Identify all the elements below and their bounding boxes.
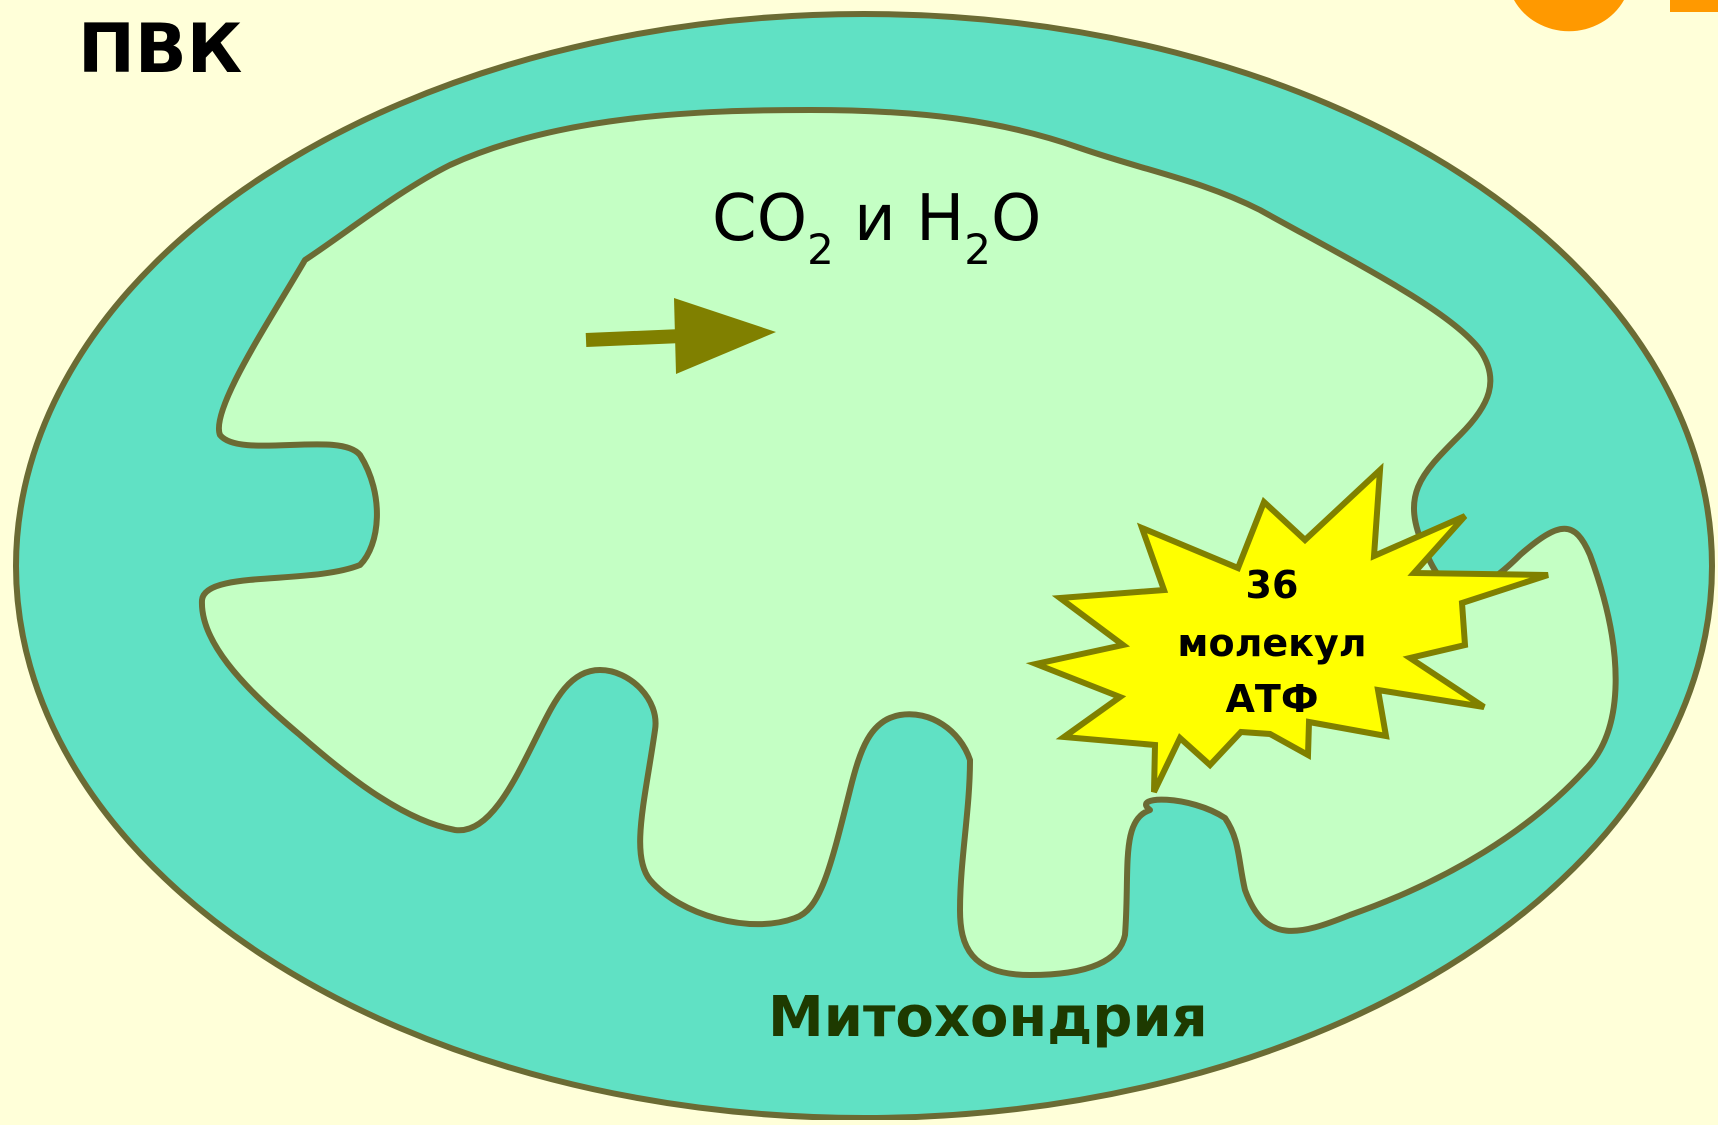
substrate-label: ПВК bbox=[78, 10, 242, 89]
products-subscript-2: 2 bbox=[964, 225, 991, 274]
atp-molecules: молекул bbox=[1177, 621, 1366, 665]
products-conjunction: и H bbox=[834, 182, 964, 256]
atp-starburst-shape bbox=[1025, 462, 1549, 794]
atp-name: АТФ bbox=[1225, 677, 1318, 721]
products-label: CO2 и H2O bbox=[712, 182, 1041, 274]
reaction-arrow bbox=[585, 298, 776, 374]
orange-accent-bar bbox=[1670, 0, 1718, 12]
orange-accent-circle bbox=[1514, 0, 1624, 32]
products-o: O bbox=[991, 182, 1041, 256]
atp-count: 36 bbox=[1246, 563, 1299, 607]
products-subscript-1: 2 bbox=[807, 225, 834, 274]
organelle-label: Митохондрия bbox=[768, 985, 1208, 1050]
inner-membrane-matrix bbox=[198, 107, 1619, 978]
products-co: CO bbox=[712, 182, 807, 256]
